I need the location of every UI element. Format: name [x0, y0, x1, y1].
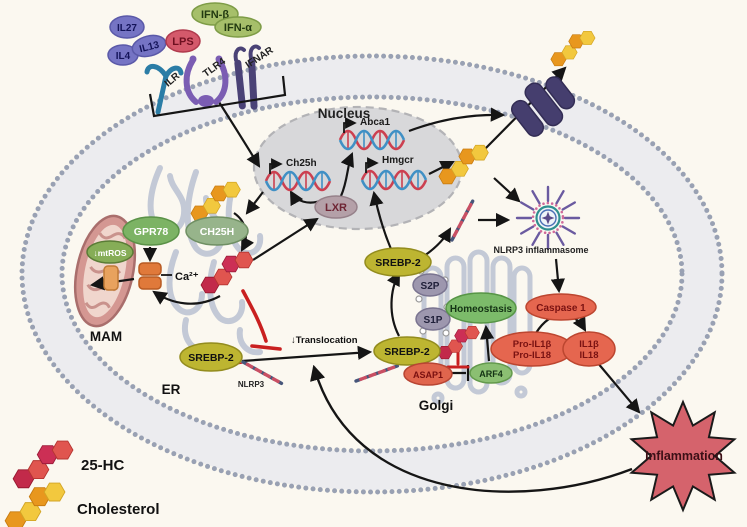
homeostasis-label: Homeostasis	[450, 304, 513, 315]
arf4-label: ARF4	[479, 369, 503, 379]
s2p: S2P	[412, 273, 448, 297]
asap1-label: ASAP1	[413, 370, 443, 380]
lps-label: LPS	[172, 36, 193, 48]
il1b-label: IL1β	[579, 339, 599, 350]
gpr78-label: GPR78	[134, 226, 169, 238]
pro-il-oval: Pro-IL1β Pro-IL18	[490, 331, 574, 367]
s2p-label: S2P	[421, 281, 440, 292]
caspase1-label: Caspase 1	[536, 303, 586, 314]
calcium-channel	[103, 262, 162, 291]
srebp2-released-label: SREBP-2	[375, 257, 421, 269]
mtros-badge: ↓mtROS	[86, 240, 134, 264]
s1p: S1P	[415, 307, 451, 331]
homeostasis: Homeostasis	[445, 292, 517, 324]
s1p-label: S1P	[424, 315, 443, 326]
il18-label: IL18	[579, 350, 598, 361]
lxr: LXR	[314, 195, 358, 219]
nlrp3-mrna-label: NLRP3	[238, 380, 265, 389]
ifnar-receptor	[233, 44, 261, 110]
gene-ch25h: Ch25h	[266, 158, 330, 190]
mam-label: MAM	[90, 329, 122, 344]
golgi-label: Golgi	[419, 398, 454, 413]
translocation-label: ↓Translocation	[291, 335, 358, 346]
nucleus-title: Nucleus	[318, 106, 371, 121]
arf4: ARF4	[469, 362, 513, 384]
legend-cholesterol-label: Cholesterol	[77, 501, 160, 518]
pro-il1b-label: Pro-IL1β	[513, 339, 552, 350]
ch25h-enzyme: CH25H	[185, 216, 249, 246]
srebp2-er-label: SREBP-2	[188, 352, 234, 364]
srebp2-golgi-label: SREBP-2	[384, 346, 430, 358]
srebp2-er: SREBP-2	[179, 342, 243, 372]
ifna-label: IFN-α	[224, 22, 252, 34]
srebp2-golgi: SREBP-2	[373, 336, 441, 366]
er-label: ER	[162, 382, 181, 397]
gene-hmgcr-label: Hmgcr	[382, 155, 414, 166]
tlr4-receptor	[183, 55, 229, 107]
inflammation-label: Inflammation	[645, 449, 723, 463]
calcium-label: Ca²⁺	[175, 271, 199, 283]
legend: 25-HC Cholesterol	[4, 440, 160, 527]
gpr78: GPR78	[122, 216, 180, 246]
mtros-label: ↓mtROS	[93, 248, 126, 258]
gene-ch25h-label: Ch25h	[286, 158, 317, 169]
receptor-bracket	[148, 75, 287, 118]
ligand-ifna: IFN-α	[214, 16, 262, 38]
inflammasome-label: NLRP3 inflammasome	[493, 245, 588, 255]
gene-abca1-label: Abca1	[360, 117, 390, 128]
ligand-il27: IL27	[109, 15, 145, 39]
caspase1: Caspase 1	[525, 293, 597, 321]
lxr-label: LXR	[325, 202, 347, 214]
srebp2-released: SREBP-2	[364, 247, 432, 277]
asap1: ASAP1	[403, 362, 453, 386]
inhibition-lines	[229, 289, 470, 369]
ligand-il13: IL13	[131, 34, 167, 58]
nlrp3-inflammasome-icon	[515, 185, 581, 251]
il-oval: IL1β IL18	[562, 331, 616, 367]
gene-abca1: Abca1	[340, 117, 404, 149]
ifnb-label: IFN-β	[201, 9, 229, 21]
pro-il18-label: Pro-IL18	[513, 350, 551, 361]
inflammation-star: Inflammation	[629, 399, 737, 513]
ch25h-label: CH25H	[200, 226, 234, 238]
ilr-receptor	[144, 64, 184, 115]
il4-label: IL4	[116, 51, 131, 62]
gene-hmgcr: Hmgcr	[362, 155, 426, 189]
il13-label: IL13	[138, 40, 161, 56]
feedback-arrow	[310, 364, 633, 493]
ligand-lps: LPS	[165, 29, 201, 53]
abca1-transporter-icon	[510, 76, 576, 137]
il27-label: IL27	[117, 23, 137, 34]
legend-25hc-label: 25-HC	[81, 457, 125, 474]
